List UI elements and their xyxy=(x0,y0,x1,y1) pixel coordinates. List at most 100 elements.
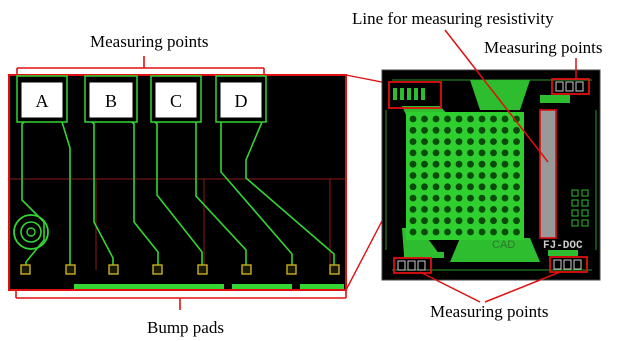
bump-dot xyxy=(490,228,497,236)
bump-dot xyxy=(513,206,520,213)
bump-dot xyxy=(409,194,417,202)
bump-dot xyxy=(444,183,451,191)
bump-dot xyxy=(421,138,428,146)
bump-dot xyxy=(432,194,440,202)
bump-dot xyxy=(501,138,509,146)
bump-dot xyxy=(432,217,440,225)
measuring-pad-group-c xyxy=(150,75,202,123)
label-line-for-measuring-resistivity: Line for measuring resistivity xyxy=(352,9,554,28)
resistivity-line xyxy=(539,109,557,239)
bump-dot xyxy=(478,172,486,179)
bump-dot xyxy=(490,206,497,213)
bump-dot xyxy=(444,115,451,123)
chip-measuring-box-top-right xyxy=(551,78,590,95)
chip-text-code: FJ-DOC xyxy=(543,240,583,252)
label-measuring-points-top-left: Measuring points xyxy=(90,32,209,51)
bump-dot xyxy=(490,172,497,179)
bump-dot xyxy=(490,194,497,202)
bump-dot xyxy=(421,194,428,202)
label-bump-pads: Bump pads xyxy=(147,318,224,337)
bump-dot xyxy=(409,228,417,236)
bump-dot xyxy=(501,149,509,157)
bump-dot xyxy=(455,228,463,236)
bump-dot xyxy=(467,149,474,157)
bump-dot xyxy=(455,172,463,179)
bump-dot xyxy=(432,149,440,157)
bump-dot xyxy=(409,172,417,179)
bump-dot xyxy=(455,217,463,225)
top-bracket xyxy=(16,56,265,76)
bump-dot xyxy=(421,172,428,179)
bump-dot xyxy=(490,126,497,134)
chip-text-cad: CAD xyxy=(492,239,515,251)
bump-dot xyxy=(501,217,509,225)
bump-dot xyxy=(444,149,451,157)
bump-dot xyxy=(455,194,463,202)
measuring-pad-group-b xyxy=(84,75,138,123)
bump-dot xyxy=(490,115,497,123)
bump-dot xyxy=(513,194,520,202)
bump-dot xyxy=(409,206,417,213)
bump-dot xyxy=(432,126,440,134)
bump-dot xyxy=(513,126,520,134)
bump-dot xyxy=(421,160,428,168)
bump-dot xyxy=(501,183,509,191)
bump-dot xyxy=(455,138,463,146)
bump-dot xyxy=(409,115,417,123)
bump-dot xyxy=(467,172,474,179)
bump-dot xyxy=(409,217,417,225)
bump-dot xyxy=(501,194,509,202)
bump-pads xyxy=(20,264,340,275)
bump-dot xyxy=(455,115,463,123)
bump-dot xyxy=(455,183,463,191)
bump-dot xyxy=(490,149,497,157)
bump-dot xyxy=(490,217,497,225)
bump-dot xyxy=(478,149,486,157)
bump-dot xyxy=(421,115,428,123)
bump-dot xyxy=(444,138,451,146)
bump-dot xyxy=(467,228,474,236)
bump-dot xyxy=(421,228,428,236)
pad-letter-d: D xyxy=(235,91,248,111)
bump-dot xyxy=(409,138,417,146)
bump-dot xyxy=(444,194,451,202)
leader-lines xyxy=(419,29,577,303)
bump-dot xyxy=(444,160,451,168)
bump-dot xyxy=(432,206,440,213)
bump-dot xyxy=(478,183,486,191)
bump-dot xyxy=(421,126,428,134)
bump-dot xyxy=(467,160,474,168)
bump-dot xyxy=(467,217,474,225)
bump-dot xyxy=(444,206,451,213)
bump-dot xyxy=(421,206,428,213)
bump-dot xyxy=(513,183,520,191)
bump-array xyxy=(409,115,520,236)
bump-dot xyxy=(490,138,497,146)
bump-dot xyxy=(455,206,463,213)
bump-dot xyxy=(478,115,486,123)
pad-letter-b: B xyxy=(105,91,117,111)
bump-dot xyxy=(409,183,417,191)
bump-dot xyxy=(432,183,440,191)
bump-dot xyxy=(421,183,428,191)
bump-dot xyxy=(501,126,509,134)
bump-dot xyxy=(501,228,509,236)
bump-dot xyxy=(501,172,509,179)
bump-dot xyxy=(513,217,520,225)
bump-dot xyxy=(490,183,497,191)
bump-dot xyxy=(501,115,509,123)
bottom-green-bar xyxy=(74,284,344,289)
alignment-via xyxy=(13,214,49,250)
chip-measuring-box-bottom-right xyxy=(549,256,588,273)
bump-dot xyxy=(455,149,463,157)
bump-dot xyxy=(501,206,509,213)
bump-dot xyxy=(444,126,451,134)
bump-dot xyxy=(513,160,520,168)
pad-letter-c: C xyxy=(170,91,182,111)
bump-dot xyxy=(444,228,451,236)
bump-dot xyxy=(467,206,474,213)
bump-dot xyxy=(432,160,440,168)
bottom-bracket xyxy=(15,290,347,310)
bump-dot xyxy=(513,138,520,146)
